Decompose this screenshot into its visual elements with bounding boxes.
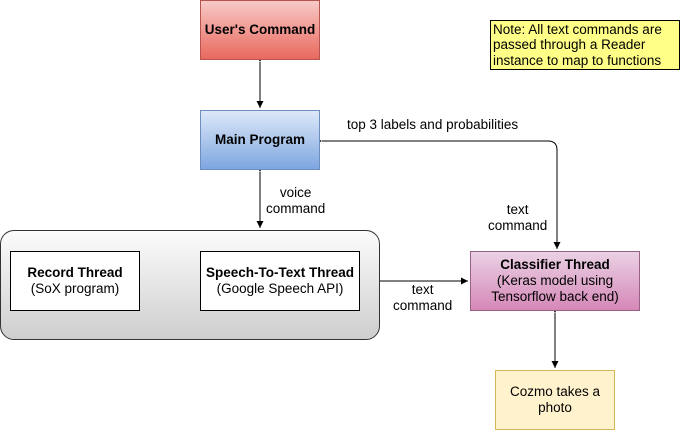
cozmo-photo-node: Cozmo takes a photo <box>495 370 615 430</box>
main-program-node: Main Program <box>200 110 320 170</box>
edge-label-text-stt-line2: command <box>393 298 453 313</box>
edge-label-text-main-line1: text <box>506 202 529 217</box>
classifier-thread-title: Classifier Thread <box>500 257 610 272</box>
edge-label-text-command-stt: text command <box>393 282 452 314</box>
edge-label-top3-text: top 3 labels and probabilities <box>347 117 519 132</box>
edge-label-voice-line2: command <box>266 201 326 216</box>
note-box: Note: All text commands are passed throu… <box>490 20 680 70</box>
classifier-thread-subtitle-2: Tensorflow back end) <box>491 289 619 304</box>
note-line-2: passed through a Reader <box>493 37 646 53</box>
speech-to-text-thread-subtitle: (Google Speech API) <box>216 281 344 296</box>
edge-label-top3: top 3 labels and probabilities <box>347 117 518 133</box>
classifier-thread-subtitle-1: (Keras model using <box>496 273 614 288</box>
edge-label-text-stt-line1: text <box>411 282 434 297</box>
speech-to-text-thread-title: Speech-To-Text Thread <box>205 265 355 280</box>
record-thread-subtitle: (SoX program) <box>30 281 120 296</box>
cozmo-photo-label-1: Cozmo takes a <box>509 384 601 399</box>
edge-main-classifier <box>315 137 561 249</box>
note-line-3: instance to map to functions <box>493 52 662 68</box>
edge-label-text-command-main: text command <box>488 202 547 234</box>
record-thread-node: Record Thread (SoX program) <box>10 251 140 311</box>
edge-label-text-main-line2: command <box>488 218 548 233</box>
speech-to-text-thread-node: Speech-To-Text Thread (Google Speech API… <box>200 251 360 311</box>
record-thread-title: Record Thread <box>27 265 123 280</box>
edge-label-voice-command: voice command <box>266 185 325 217</box>
users-command-label: User's Command <box>204 22 316 37</box>
main-program-label: Main Program <box>214 132 306 147</box>
users-command-node: User's Command <box>200 0 320 60</box>
note-line-1: Note: All text commands are <box>493 21 662 37</box>
classifier-thread-node: Classifier Thread (Keras model using Ten… <box>470 251 640 311</box>
edge-label-voice-line1: voice <box>279 185 312 200</box>
cozmo-photo-label-2: photo <box>538 400 572 415</box>
